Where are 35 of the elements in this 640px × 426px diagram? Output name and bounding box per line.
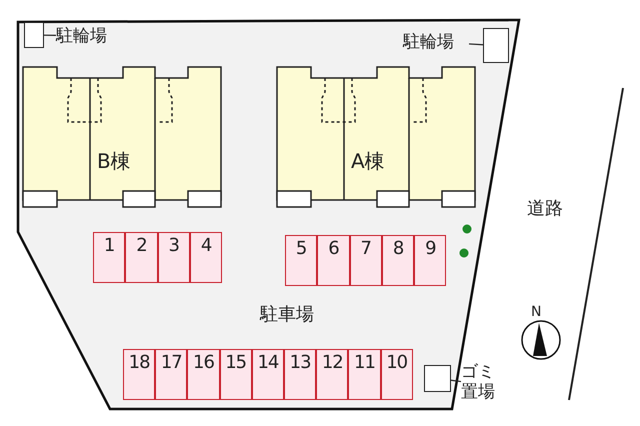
parking-space: 15 [220,349,252,400]
building [277,66,475,207]
parking-space: 7 [350,235,382,286]
area-label: 駐車場 [260,303,314,326]
parking-space: 8 [382,235,414,286]
area-label: ゴミ置場 [461,362,499,406]
parking-space: 12 [316,349,348,400]
parking-space: 1 [93,232,126,283]
leader-line [44,34,56,36]
leader-line [468,43,484,46]
bicycle-shelter-box [483,28,509,63]
road-label: 道路 [527,197,563,220]
leader-line [450,380,462,382]
parking-space: 6 [317,235,350,286]
parking-space: 9 [414,235,446,286]
building-label: B棟 [97,148,131,175]
parking-space: 17 [155,349,188,400]
parking-space: 2 [125,232,158,283]
parking-space: 13 [284,349,316,400]
parking-space: 5 [285,235,318,286]
compass-label: N [531,304,542,320]
building [23,66,221,207]
parking-space: 4 [190,232,222,283]
parking-space: 14 [252,349,284,400]
bicycle-shelter-box [24,22,44,48]
area-label: 駐輪場 [403,30,469,54]
parking-space: 11 [348,349,381,400]
area-label: 駐輪場 [56,24,122,48]
trash-box [424,365,451,392]
parking-space: 3 [158,232,190,283]
parking-space: 10 [380,349,413,400]
parking-space: 16 [187,349,220,400]
building-label: A棟 [351,148,385,175]
parking-space: 18 [123,349,156,400]
site-boundary [17,19,521,411]
